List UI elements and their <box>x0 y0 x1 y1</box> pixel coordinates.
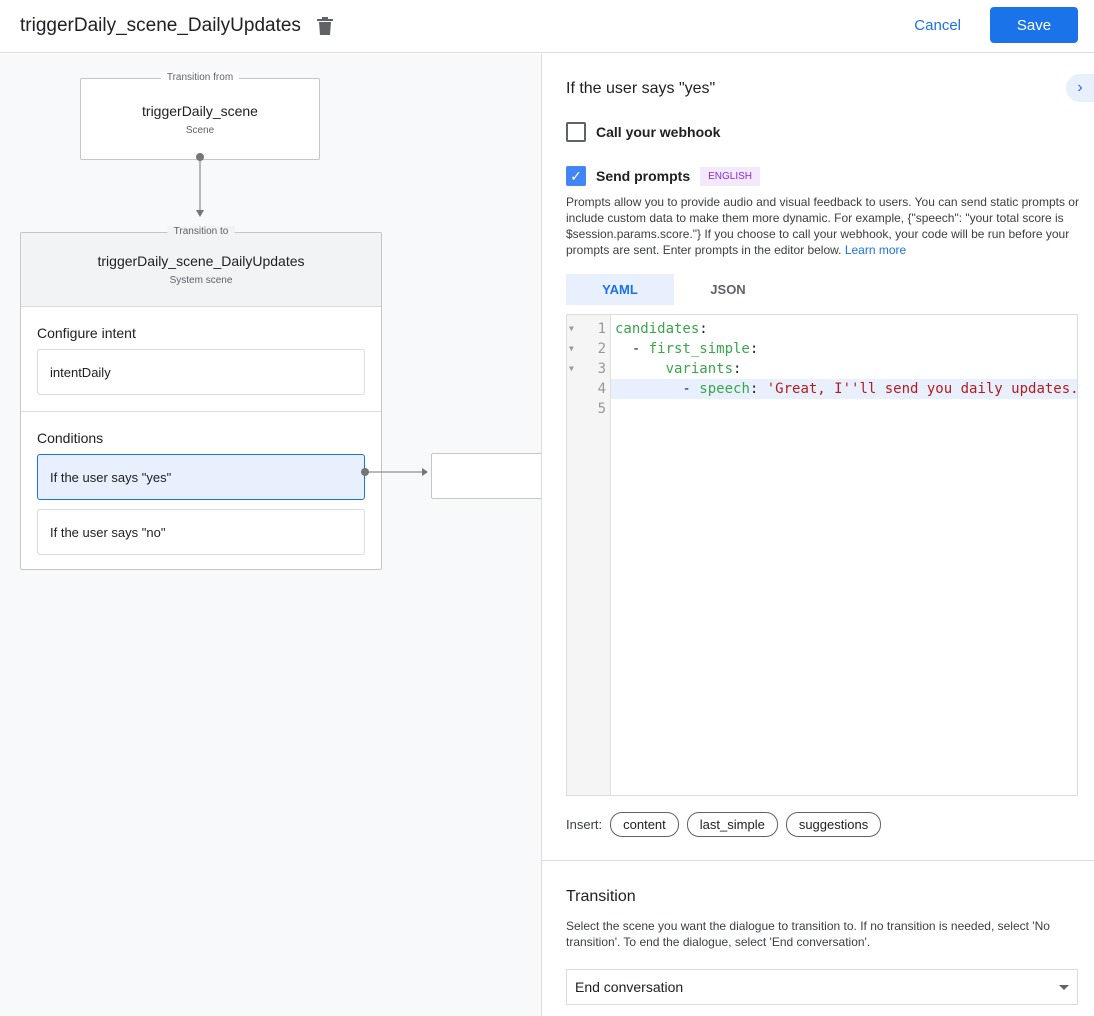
prompts-description: Prompts allow you to provide audio and v… <box>566 195 1079 257</box>
send-prompts-checkbox[interactable]: ✓ <box>566 166 586 186</box>
collapse-panel-icon[interactable]: › <box>1066 74 1094 102</box>
page-title: triggerDaily_scene_DailyUpdates <box>20 15 301 36</box>
cancel-button[interactable]: Cancel <box>914 17 961 34</box>
node-type: System scene <box>169 275 233 286</box>
code-editor[interactable]: ▼1 ▼2 ▼3 4 5 candidates: - first_simple:… <box>566 314 1078 796</box>
node-label: Transition to <box>167 226 235 237</box>
connector-arrow <box>196 153 204 217</box>
insert-label: Insert: <box>566 817 603 832</box>
empty-target-node[interactable] <box>431 453 541 499</box>
code-key: variants <box>665 361 734 377</box>
node-name: triggerDaily_scene_DailyUpdates <box>97 253 305 269</box>
condition-item-no[interactable]: If the user says "no" <box>37 509 365 555</box>
code-value: 'Great, I''ll send you daily updates. <box>766 381 1077 397</box>
insert-chip-last-simple[interactable]: last_simple <box>686 812 778 837</box>
transition-from-node[interactable]: Transition from triggerDaily_scene Scene <box>80 72 320 160</box>
condition-panel: › If the user says "yes" Call your webho… <box>542 54 1094 1016</box>
line-gutter: ▼1 ▼2 ▼3 4 5 <box>567 315 611 795</box>
insert-chip-suggestions[interactable]: suggestions <box>785 812 882 837</box>
tab-json[interactable]: JSON <box>710 282 746 297</box>
tab-yaml[interactable]: YAML <box>566 274 674 305</box>
conditions-heading: Conditions <box>37 430 104 446</box>
webhook-checkbox[interactable] <box>566 122 586 142</box>
delete-icon[interactable] <box>316 17 333 35</box>
save-button[interactable]: Save <box>990 7 1078 43</box>
divider <box>542 860 1094 861</box>
transition-to-node: Transition to triggerDaily_scene_DailyUp… <box>20 226 382 570</box>
transition-select-value: End conversation <box>575 979 684 995</box>
transition-heading: Transition <box>566 888 636 905</box>
scene-canvas: Transition from triggerDaily_scene Scene… <box>0 54 542 1016</box>
configure-intent-heading: Configure intent <box>37 325 136 341</box>
panel-heading: If the user says "yes" <box>566 80 716 97</box>
header: triggerDaily_scene_DailyUpdates Cancel S… <box>0 0 1094 53</box>
line-number: 1 <box>597 321 606 337</box>
code-key: candidates <box>615 321 700 337</box>
webhook-label: Call your webhook <box>596 124 721 140</box>
chevron-down-icon <box>1059 985 1069 995</box>
line-number: 3 <box>597 361 606 377</box>
language-badge: ENGLISH <box>700 166 761 186</box>
send-prompts-label: Send prompts <box>596 168 691 184</box>
condition-connector <box>361 468 428 476</box>
line-number: 2 <box>597 341 606 357</box>
line-number: 5 <box>597 401 606 417</box>
node-name: triggerDaily_scene <box>142 103 258 119</box>
learn-more-link[interactable]: Learn more <box>844 243 907 257</box>
node-type: Scene <box>185 125 215 136</box>
line-number: 4 <box>597 381 606 397</box>
insert-chip-content[interactable]: content <box>610 812 679 837</box>
transition-select[interactable]: End conversation <box>566 969 1078 1005</box>
node-label: Transition from <box>160 72 240 83</box>
intent-item[interactable]: intentDaily <box>37 349 365 395</box>
code-key: speech <box>699 381 750 397</box>
code-key: first_simple <box>648 341 750 357</box>
condition-item-yes[interactable]: If the user says "yes" <box>37 454 365 500</box>
transition-description: Select the scene you want the dialogue t… <box>566 919 1050 949</box>
